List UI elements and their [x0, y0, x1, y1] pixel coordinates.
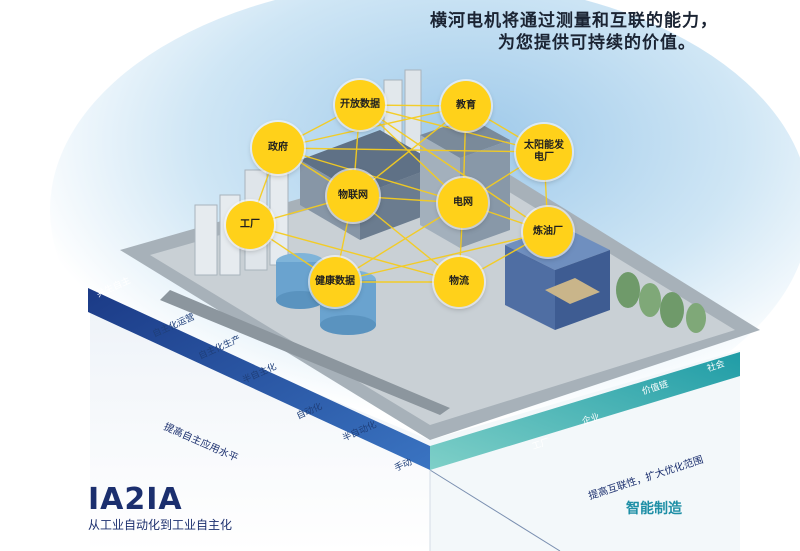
left-fade — [90, 300, 430, 551]
node-health-data: 健康数据 — [310, 257, 360, 307]
smart-manufacturing-label: 智能制造 — [626, 501, 682, 517]
divider-line — [429, 469, 561, 551]
node-government: 政府 — [252, 122, 304, 174]
node-factory: 工厂 — [226, 201, 274, 249]
node-refinery: 炼油厂 — [523, 207, 573, 257]
node-logistics: 物流 — [434, 257, 484, 307]
node-grid: 电网 — [438, 178, 488, 228]
node-education: 教育 — [441, 81, 491, 131]
right-fade — [430, 350, 740, 551]
teal-band — [430, 352, 740, 470]
road — [160, 290, 450, 415]
brand-subtitle: 从工业自动化到工业自主化 — [88, 518, 233, 532]
node-open-data: 开放数据 — [335, 80, 385, 130]
trees — [616, 272, 706, 333]
node-iot: 物联网 — [327, 170, 379, 222]
headline-line-1: 横河电机将通过测量和互联的能力， — [430, 11, 718, 31]
brand-title: IA2IA — [88, 482, 183, 517]
node-solar-plant: 太阳能发电厂 — [516, 124, 572, 180]
blue-band-shadow — [88, 312, 430, 551]
headline-line-2: 为您提供可持续的价值。 — [498, 33, 696, 53]
blue-band — [88, 288, 430, 470]
